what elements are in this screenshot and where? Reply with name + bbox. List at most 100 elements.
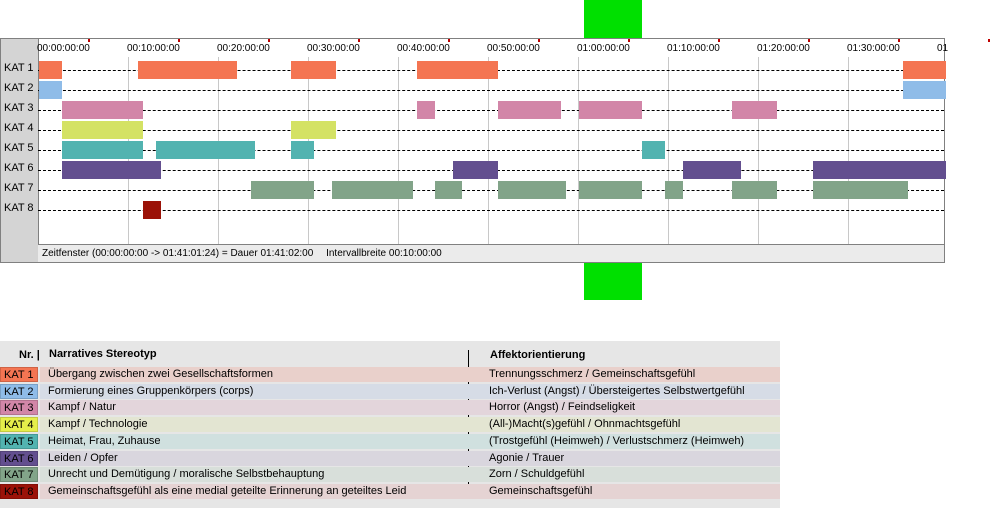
timeline-segment[interactable] bbox=[498, 101, 561, 119]
legend-stereotyp-text: Heimat, Frau, Zuhause bbox=[48, 434, 161, 447]
category-label: KAT 1 bbox=[4, 62, 34, 74]
timeline-segment[interactable] bbox=[142, 201, 161, 219]
time-tick-label: 01:10:00:00 bbox=[667, 43, 720, 54]
timeline-segment[interactable] bbox=[250, 181, 314, 199]
time-tick-label: 00:30:00:00 bbox=[307, 43, 360, 54]
timeline-segment[interactable] bbox=[138, 61, 237, 79]
legend-category-swatch: KAT 5 bbox=[0, 433, 38, 449]
green-marker-top bbox=[584, 0, 642, 38]
timeline-segment[interactable] bbox=[813, 181, 908, 199]
legend-affekt-text: (Trostgefühl (Heimweh) / Verlustschmerz … bbox=[489, 434, 745, 447]
legend-row-background bbox=[40, 367, 780, 382]
interval-width-text: Intervallbreite 00:10:00:00 bbox=[326, 248, 442, 259]
legend-row-background bbox=[40, 400, 780, 416]
legend-affekt-text: Agonie / Trauer bbox=[489, 451, 565, 464]
legend-row-background bbox=[40, 433, 780, 449]
legend-row: KAT 5 Heimat, Frau, Zuhause (Trostgefühl (… bbox=[0, 433, 780, 450]
status-bar: Zeitfenster (00:00:00:00 -> 01:41:01:24)… bbox=[38, 244, 944, 262]
legend-affekt-text: Trennungsschmerz / Gemeinschaftsgefühl bbox=[489, 368, 696, 380]
timeline-segment[interactable] bbox=[417, 101, 435, 119]
legend-stereotyp-text: Übergang zwischen zwei Gesellschaftsform… bbox=[48, 368, 273, 380]
legend-category-swatch: KAT 6 bbox=[0, 450, 38, 466]
timeline-segment[interactable] bbox=[498, 181, 566, 199]
timeline-segment[interactable] bbox=[579, 101, 642, 119]
category-legend: Nr. | Narratives Stereotyp Affektorienti… bbox=[0, 341, 780, 508]
legend-affekt-text: Ich-Verlust (Angst) / Übersteigertes Sel… bbox=[489, 384, 745, 397]
legend-row-background bbox=[40, 483, 780, 499]
timeline-segment[interactable] bbox=[331, 181, 413, 199]
legend-category-swatch: KAT 3 bbox=[0, 400, 38, 416]
timeline-segment[interactable] bbox=[642, 141, 665, 159]
legend-row: KAT 3 Kampf / Natur Horror (Angst) / Feind… bbox=[0, 400, 780, 416]
legend-row: KAT 6 Leiden / Opfer Agonie / Trauer bbox=[0, 450, 780, 467]
category-label: KAT 6 bbox=[4, 162, 34, 174]
timeline-segment[interactable] bbox=[453, 161, 498, 179]
legend-header-stereotyp: Narratives Stereotyp bbox=[49, 348, 157, 360]
time-tick-mark bbox=[448, 39, 450, 42]
category-label: KAT 8 bbox=[4, 202, 34, 214]
timeline-segment[interactable] bbox=[579, 181, 642, 199]
category-row-line bbox=[38, 130, 944, 131]
legend-stereotyp-text: Formierung eines Gruppenkörpers (corps) bbox=[48, 384, 254, 397]
timeline-segment[interactable] bbox=[39, 81, 62, 99]
timeline-segment[interactable] bbox=[417, 61, 498, 79]
time-tick-label: 00:20:00:00 bbox=[217, 43, 270, 54]
legend-header-nr: Nr. | bbox=[19, 349, 40, 361]
time-tick-mark bbox=[718, 39, 720, 42]
legend-category-swatch: KAT 8 bbox=[0, 483, 38, 499]
timeline-segment[interactable] bbox=[435, 181, 462, 199]
timeline-segment[interactable] bbox=[156, 141, 255, 159]
legend-stereotyp-text: Unrecht und Demütigung / moralische Selb… bbox=[48, 468, 325, 481]
time-tick-mark bbox=[898, 39, 900, 42]
category-row-line bbox=[38, 210, 944, 211]
time-tick-label: 00:40:00:00 bbox=[397, 43, 450, 54]
timeline-segment[interactable] bbox=[732, 101, 777, 119]
legend-stereotyp-text: Kampf / Technologie bbox=[48, 418, 148, 431]
category-label: KAT 2 bbox=[4, 82, 34, 94]
legend-row: KAT 4 Kampf / Technologie (All-)Macht(s)ge… bbox=[0, 417, 780, 433]
time-tick-label: 01:20:00:00 bbox=[757, 43, 810, 54]
timeline-segment[interactable] bbox=[903, 81, 946, 99]
time-tick-mark bbox=[808, 39, 810, 42]
time-tick-mark bbox=[358, 39, 360, 42]
category-label: KAT 4 bbox=[4, 122, 34, 134]
time-tick-label: 00:00:00:00 bbox=[37, 43, 90, 54]
legend-category-swatch: KAT 4 bbox=[0, 417, 38, 433]
legend-affekt-text: (All-)Macht(s)gefühl / Ohnmachtsgefühl bbox=[489, 418, 681, 431]
category-row-line bbox=[38, 110, 944, 111]
timeline-segment[interactable] bbox=[39, 61, 62, 79]
time-tick-mark bbox=[88, 39, 90, 42]
timeline-segment[interactable] bbox=[291, 61, 336, 79]
category-label: KAT 5 bbox=[4, 142, 34, 154]
legend-category-swatch: KAT 7 bbox=[0, 467, 38, 483]
category-row-line bbox=[38, 150, 944, 151]
timeline-segment[interactable] bbox=[813, 161, 946, 179]
timeline-segment[interactable] bbox=[61, 161, 161, 179]
timeline-segment[interactable] bbox=[61, 101, 143, 119]
category-label: KAT 3 bbox=[4, 102, 34, 114]
legend-stereotyp-text: Leiden / Opfer bbox=[48, 451, 118, 464]
timeline-segment[interactable] bbox=[61, 141, 143, 159]
timeline-segment[interactable] bbox=[61, 121, 143, 139]
timeline-segment[interactable] bbox=[291, 141, 314, 159]
time-tick-label: 01:30:00:00 bbox=[847, 43, 900, 54]
legend-header-affekt: Affektorientierung bbox=[490, 349, 586, 361]
timeline-segment[interactable] bbox=[732, 181, 777, 199]
category-row-line bbox=[38, 190, 944, 191]
time-window-text: Zeitfenster (00:00:00:00 -> 01:41:01:24)… bbox=[42, 248, 314, 259]
time-tick-mark bbox=[178, 39, 180, 42]
timeline-segment[interactable] bbox=[903, 61, 946, 79]
legend-stereotyp-text: Kampf / Natur bbox=[48, 401, 116, 414]
timeline-segment[interactable] bbox=[664, 181, 683, 199]
timeline-segment[interactable] bbox=[682, 161, 741, 179]
legend-row-background bbox=[40, 417, 780, 433]
category-row-line bbox=[38, 90, 944, 91]
legend-affekt-text: Horror (Angst) / Feindseligkeit bbox=[489, 401, 636, 414]
timeline-segment[interactable] bbox=[291, 121, 336, 139]
